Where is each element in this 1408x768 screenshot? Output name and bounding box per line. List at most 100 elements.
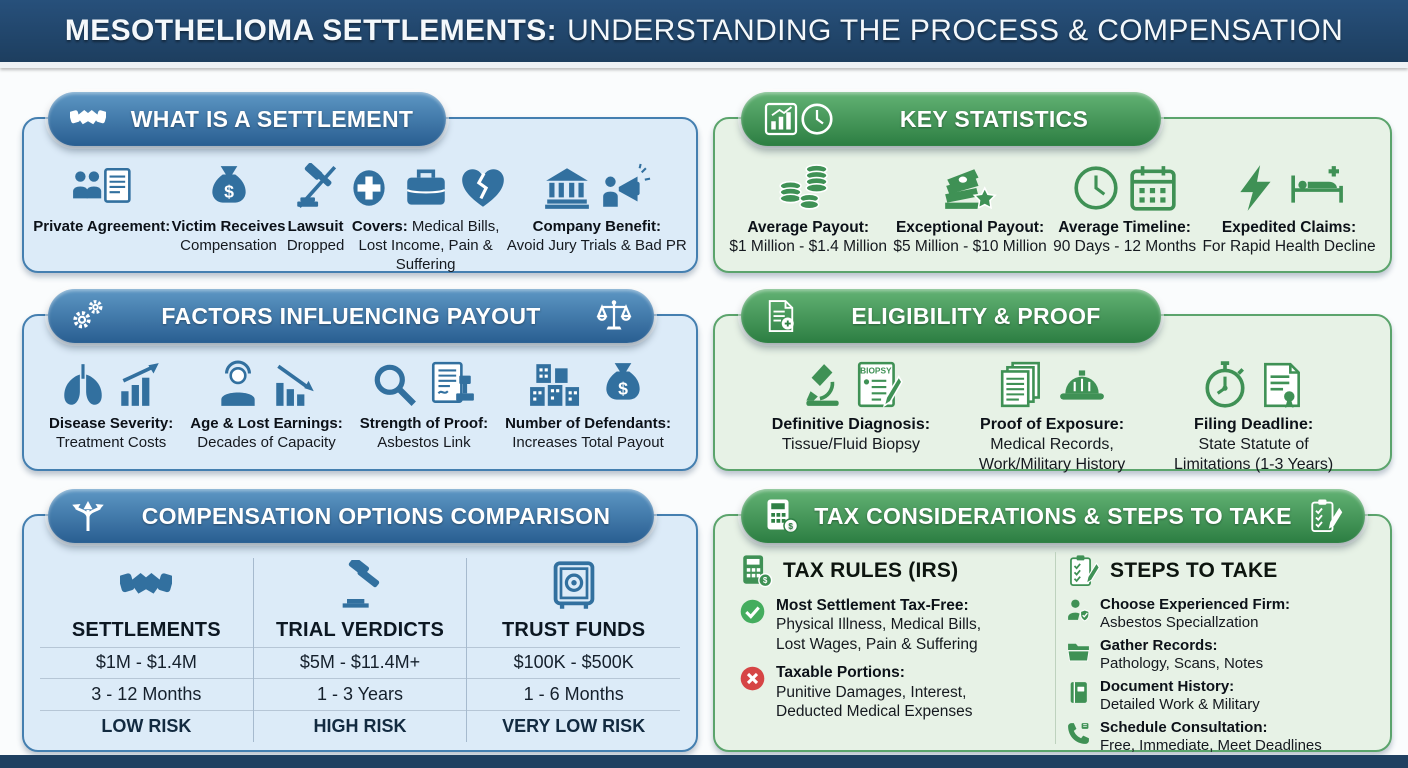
eligibility-items: BIOPSY Definitive Diagnosis:Tissue/Fluid… [723,354,1382,473]
panel-header-eligibility: ELIGIBILITY & PROOF [741,289,1161,343]
stamp-document-icon [427,360,477,410]
item-desc: Dropped [286,236,345,254]
panel-factors-influencing-payout: FACTORS INFLUENCING PAYOUT Disease Sever… [22,289,698,471]
calculator-icon: $ [739,554,773,588]
item-desc: Avoid Jury Trials & Bad PR [506,236,687,254]
timeline-cell: 1 - 3 Years [253,678,467,710]
item-title: Exceptional Payout: [895,219,1045,236]
svg-text:$: $ [224,181,234,201]
person-shield-icon [1066,596,1091,623]
item-title: Schedule Consultation: [1100,719,1268,736]
megaphone-person-icon [599,163,651,213]
item-desc: Detailed Work & Military [1100,696,1260,713]
folder-icon [1066,637,1091,664]
item-title: Taxable Portions: [776,664,905,682]
people-document-icon [71,163,134,213]
timeline-cell: 3 - 12 Months [40,678,253,710]
item-title: Document History: [1100,678,1235,695]
step-item: Gather Records:Pathology, Scans, Notes [1066,637,1372,673]
panel-header-comparison: COMPENSATION OPTIONS COMPARISON [48,489,654,543]
panel-key-statistics: KEY STATISTICS Average Payout:$1 Million… [713,92,1392,273]
hard-hat-icon [1057,360,1107,410]
svg-text:$: $ [788,522,793,531]
medical-document-icon [763,298,799,334]
list-item: $ Number of Defendants:Increases Total P… [505,354,671,453]
item-desc: Treatment Costs [55,433,167,451]
item-title: Age & Lost Earnings: [190,415,343,432]
list-item: Average Payout:$1 Million - $1.4 Million [729,157,887,257]
tax-rules-column: $ TAX RULES (IRS) Most Settlement Tax-Fr… [729,552,1055,744]
item-title: Victim Receives [171,218,286,235]
item-desc: $1 Million - $1.4 Million [729,238,888,256]
risk-cell: LOW RISK [40,710,253,742]
page-title-bold: MESOTHELIOMA SETTLEMENTS: [64,14,558,47]
bank-icon [542,163,592,213]
table-column-settlements: SETTLEMENTS $1M - $1.4M 3 - 12 Months LO… [40,558,253,742]
panel-title: TAX CONSIDERATIONS & STEPS TO TAKE [814,502,1292,529]
notebook-icon [1066,678,1091,705]
coins-icon [777,163,840,213]
panel-what-is-a-settlement: WHAT IS A SETTLEMENT Private Agreement: … [22,92,698,273]
header-bar: MESOTHELIOMA SETTLEMENTS: UNDERSTANDING T… [0,0,1408,68]
stats-items: Average Payout:$1 Million - $1.4 Million… [723,157,1382,265]
list-item: Disease Severity:Treatment Costs [49,354,173,453]
item-title: Covers: [351,218,408,235]
risk-cell: HIGH RISK [253,710,467,742]
step-item: Choose Experienced Firm:Asbestos Special… [1066,596,1372,632]
panel-title: KEY STATISTICS [899,105,1089,132]
item-title: Expedited Claims: [1221,219,1357,236]
item-desc: Medical Records, Work/Military History [978,436,1126,473]
item-desc: Increases Total Payout [512,433,664,451]
stopwatch-icon [1200,360,1250,410]
item-title: Lawsuit [287,218,344,235]
step-item: Document History:Detailed Work & Militar… [1066,678,1372,714]
item-title: Proof of Exposure: [980,416,1125,433]
list-item: Proof of Exposure: Medical Records, Work/… [979,354,1125,475]
timeline-cell: 1 - 6 Months [467,678,681,710]
page-title: MESOTHELIOMA SETTLEMENTS: UNDERSTANDING T… [65,14,1343,48]
item-title: Average Timeline: [1058,219,1191,236]
check-circle-icon [739,596,766,625]
section-title: TAX RULES (IRS) [783,559,959,582]
item-title: Company Benefit: [532,218,661,235]
briefcase-icon [401,163,451,213]
broken-heart-icon [458,163,508,213]
item-title: Strength of Proof: [359,415,489,432]
item-title: Disease Severity: [49,415,174,432]
panel-title: COMPENSATION OPTIONS COMPARISON [141,502,611,529]
phone-icon [1066,719,1091,746]
certificate-icon [1257,360,1307,410]
item-title: Choose Experienced Firm: [1100,596,1291,613]
microscope-icon [797,360,847,410]
item-desc: State Statute of Limitations (1-3 Years) [1174,436,1334,473]
payout-cell: $100K - $500K [467,646,681,679]
panel-title: ELIGIBILITY & PROOF [851,302,1101,329]
handshake-icon [70,101,106,137]
clock-icon [1071,163,1121,213]
step-item: Schedule Consultation:Free, Immediate, M… [1066,719,1372,755]
checklist-pencil-icon [1307,498,1343,534]
item-title: Number of Defendants: [505,415,671,432]
item-desc: Tissue/Fluid Biopsy [781,436,920,453]
item-desc: Free, Immediate, Meet Deadlines [1100,737,1322,754]
lungs-icon [58,360,108,410]
column-header: TRUST FUNDS [502,618,646,641]
item-desc: Asbestos Link [377,433,471,451]
list-item: Expedited Claims:For Rapid Health Declin… [1202,157,1376,257]
list-item: Age & Lost Earnings:Decades of Capacity [190,354,343,453]
list-item: Exceptional Payout: $5 Million - $10 Mill… [893,157,1047,257]
page-title-rest: UNDERSTANDING THE PROCESS & COMPENSATION [567,14,1344,47]
item-desc: $5 Million - $10 Million [893,238,1047,256]
calculator-icon: $ [763,498,799,534]
svg-text:$: $ [763,576,768,585]
scales-icon [596,298,632,334]
handshake-icon [120,560,173,612]
elderly-person-icon [213,360,263,410]
factors-items: Disease Severity:Treatment Costs Age & L… [32,354,688,463]
gavel-slash-icon [291,163,341,213]
gavel-icon [334,559,386,612]
